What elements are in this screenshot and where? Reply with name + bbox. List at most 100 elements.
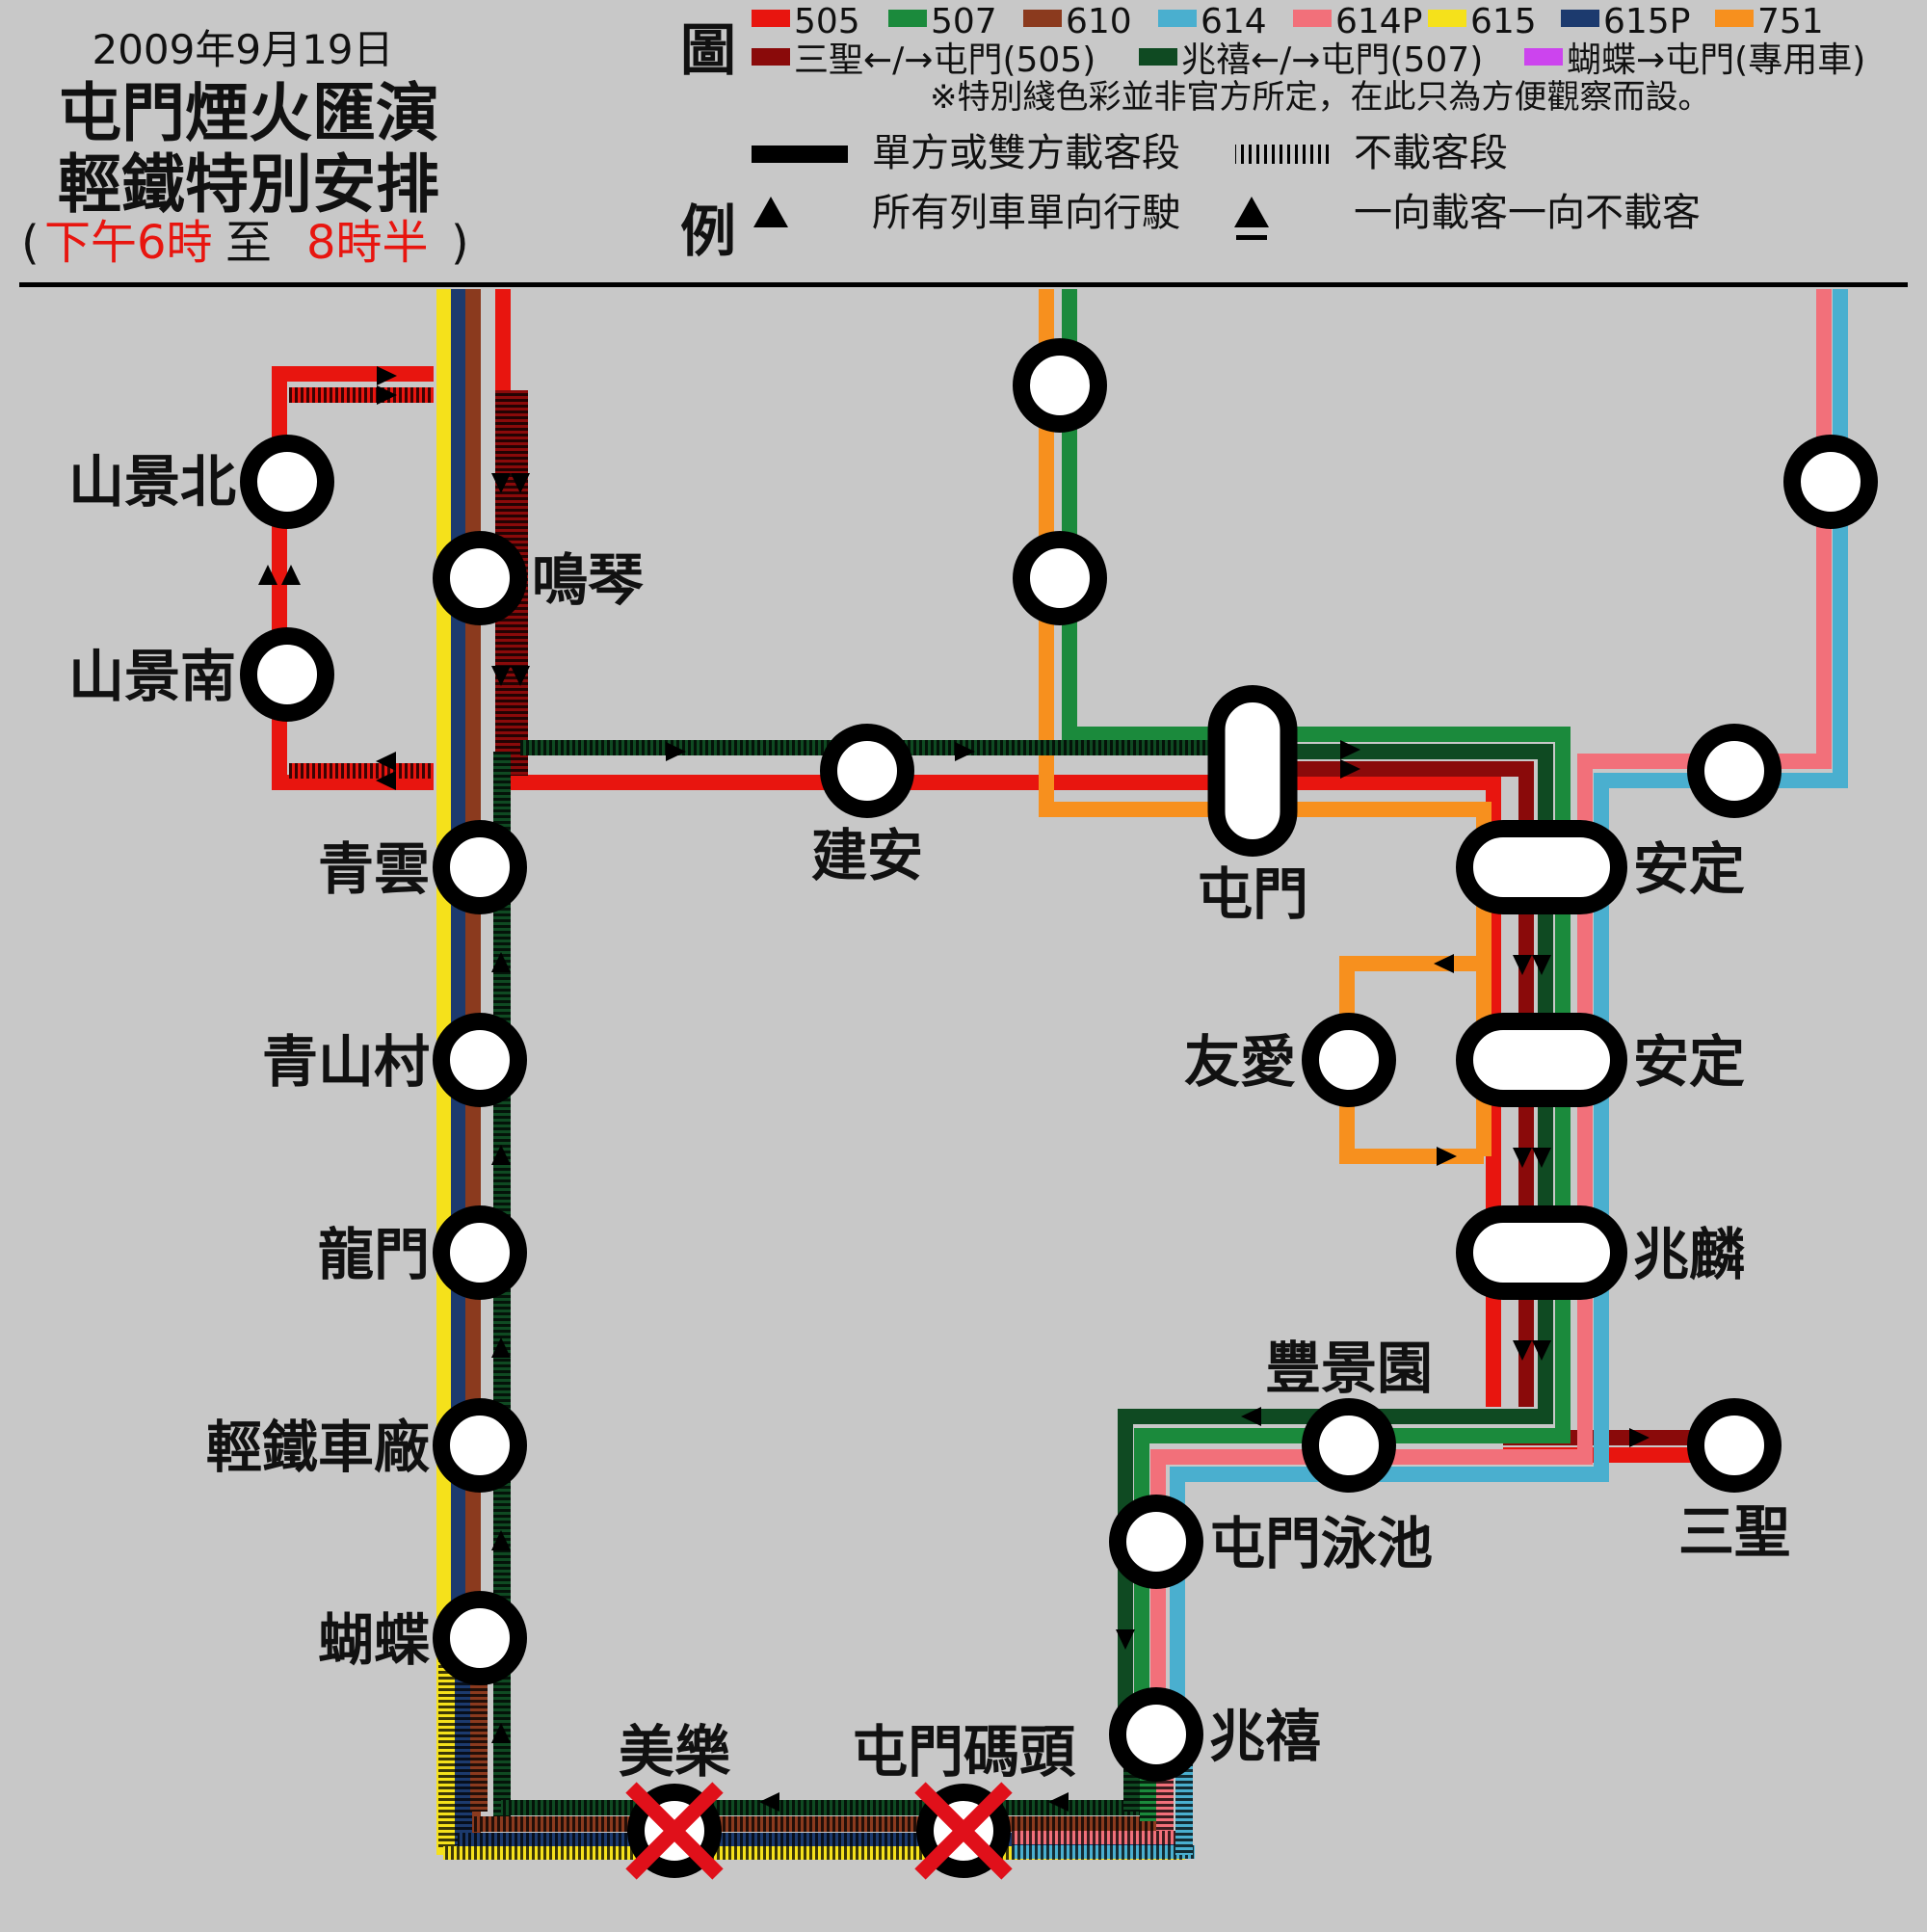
hatch-615P-south — [455, 1638, 472, 1845]
station-sam-shing[interactable] — [1687, 1398, 1782, 1493]
special-swatch-label-0: 三聖←/→屯門(505) — [794, 40, 1095, 80]
station-on-ting-2[interactable] — [1456, 1013, 1627, 1107]
station-goodview-garden[interactable] — [1302, 1398, 1396, 1493]
special-swatch-label-1: 兆禧←/→屯門(507) — [1181, 40, 1483, 80]
label-siu_hei: 兆禧 — [1209, 1704, 1321, 1769]
legend: 圖 例 505 507 610 614 614P 615 615P 751 三聖←/→屯門(5… — [680, 2, 1865, 264]
swatch-751 — [1715, 10, 1754, 27]
label-on_ting_1: 安定 — [1633, 836, 1745, 902]
legend-note: ※特別綫色彩並非官方所定，在此只為方便觀察而設。 — [930, 78, 1711, 117]
time-from: 下午6時 — [44, 216, 213, 270]
legend-hatched-label: 不載客段 — [1354, 131, 1508, 175]
line-505-shan-king-loop — [272, 366, 434, 790]
label-tuen_mun_ferry_pier: 屯門碼頭 — [852, 1719, 1076, 1785]
station-labels: 山景北山景南鳴琴青雲青山村龍門輕鐵車廠蝴蝶美樂屯門碼頭建安屯門安定安定友愛兆麟豐… — [68, 449, 1790, 1785]
special-swatch-label-2: 蝴蝶→屯門(專用車) — [1567, 40, 1865, 80]
legend-mixed-arrow-icon — [1234, 197, 1269, 240]
swatch-label-505: 505 — [794, 2, 860, 41]
station-north-614[interactable] — [1783, 435, 1878, 529]
swatch-label-614P: 614P — [1335, 2, 1422, 41]
time-open-paren: ( — [21, 216, 40, 270]
swatch-614 — [1158, 10, 1197, 27]
title-line1: 屯門煙火匯演 — [58, 76, 439, 150]
swatch-label-615: 615 — [1470, 2, 1537, 41]
swatch-label-610: 610 — [1066, 2, 1132, 41]
label-tsing_shan_tsuen: 青山村 — [262, 1029, 430, 1095]
station-tuen-mun-swimming-pool[interactable] — [1109, 1495, 1203, 1589]
route-swatches: 505 507 610 614 614P 615 615P 751 — [752, 2, 1824, 41]
station-yau-oi[interactable] — [1302, 1013, 1396, 1107]
label-tuen_mun_swimming_pool: 屯門泳池 — [1209, 1511, 1433, 1576]
swatch-label-507: 507 — [931, 2, 997, 41]
station-kin-on[interactable] — [820, 724, 914, 818]
legend-label-example: 例 — [680, 198, 736, 264]
label-goodview_garden: 豐景園 — [1265, 1336, 1433, 1401]
station-depot[interactable] — [433, 1398, 527, 1493]
station-shan-king-north[interactable] — [240, 435, 334, 529]
time-to-word: 至 — [225, 216, 272, 270]
header: 2009年9月19日 屯門煙火匯演 輕鐵特別安排 ( 下午6時 至 8時半 ) — [21, 26, 469, 270]
station-shan-king-south[interactable] — [240, 627, 334, 722]
hatch-pier-614P — [1012, 1831, 1185, 1844]
legend-label-map: 圖 — [680, 17, 736, 83]
label-depot: 輕鐵車廠 — [206, 1415, 430, 1480]
swatch-615 — [1428, 10, 1466, 27]
label-siu_lun: 兆麟 — [1633, 1222, 1745, 1287]
swatch-label-751: 751 — [1757, 2, 1824, 41]
station-lung-mun[interactable] — [433, 1205, 527, 1300]
station-on-ting-1[interactable] — [1456, 820, 1627, 914]
time-until: 8時半 — [306, 216, 429, 270]
station-ming-kum[interactable] — [433, 531, 527, 625]
special-swatch-0 — [752, 48, 790, 66]
station-siu-lun[interactable] — [1456, 1205, 1627, 1300]
label-kin_on: 建安 — [811, 823, 923, 888]
station-tsing-wun[interactable] — [433, 820, 527, 914]
header-divider — [19, 282, 1908, 287]
label-yau_oi: 友愛 — [1184, 1029, 1296, 1095]
title-line2: 輕鐵特別安排 — [58, 147, 439, 222]
station-north-751-2[interactable] — [1013, 531, 1107, 625]
special-route-swatches: 三聖←/→屯門(505) 兆禧←/→屯門(507) 蝴蝶→屯門(專用車) — [752, 40, 1865, 80]
legend-solid-label: 單方或雙方載客段 — [872, 131, 1180, 175]
station-butterfly[interactable] — [433, 1591, 527, 1685]
swatch-507 — [888, 10, 927, 27]
hatch-shan-king-north — [289, 387, 434, 403]
legend-solid-swatch — [752, 146, 848, 163]
closed-x-icon — [914, 1782, 1013, 1880]
label-on_ting_2: 安定 — [1633, 1029, 1745, 1095]
stations — [240, 338, 1878, 1880]
label-butterfly: 蝴蝶 — [318, 1607, 431, 1673]
closed-x-icon — [625, 1782, 724, 1880]
label-shan_king_north: 山景北 — [68, 449, 236, 515]
label-ming_kum: 鳴琴 — [532, 547, 644, 613]
legend-mixed-label: 一向載客一向不載客 — [1354, 191, 1701, 235]
label-lung_mun: 龍門 — [318, 1222, 430, 1287]
station-on-ting-east[interactable] — [1687, 724, 1782, 818]
swatch-label-615P: 615P — [1603, 2, 1690, 41]
hatch-pier-614 — [1012, 1845, 1195, 1859]
date-label: 2009年9月19日 — [92, 26, 393, 73]
swatch-505 — [752, 10, 790, 27]
label-sam_shing: 三聖 — [1678, 1499, 1790, 1565]
special-swatch-1 — [1139, 48, 1177, 66]
label-tsing_wun: 青雲 — [318, 836, 430, 902]
hatch-shan-king-south — [289, 763, 434, 779]
label-shan_king_south: 山景南 — [68, 644, 236, 709]
swatch-610 — [1023, 10, 1062, 27]
special-swatch-2 — [1524, 48, 1563, 66]
station-tsing-shan-tsuen[interactable] — [433, 1013, 527, 1107]
hatch-pier-610 — [472, 1816, 1166, 1832]
swatch-label-614: 614 — [1201, 2, 1267, 41]
station-tuen-mun[interactable] — [1207, 685, 1298, 857]
station-north-751-1[interactable] — [1013, 338, 1107, 433]
station-siu-hei[interactable] — [1109, 1687, 1203, 1782]
legend-hatched-swatch — [1235, 145, 1332, 164]
swatch-614P — [1293, 10, 1332, 27]
time-close-paren: ) — [451, 216, 469, 270]
label-tuen_mun: 屯門 — [1197, 861, 1308, 927]
legend-oneway-arrow-icon — [753, 197, 788, 227]
hatch-615-south — [438, 1638, 456, 1850]
legend-oneway-label: 所有列車單向行駛 — [872, 191, 1180, 235]
